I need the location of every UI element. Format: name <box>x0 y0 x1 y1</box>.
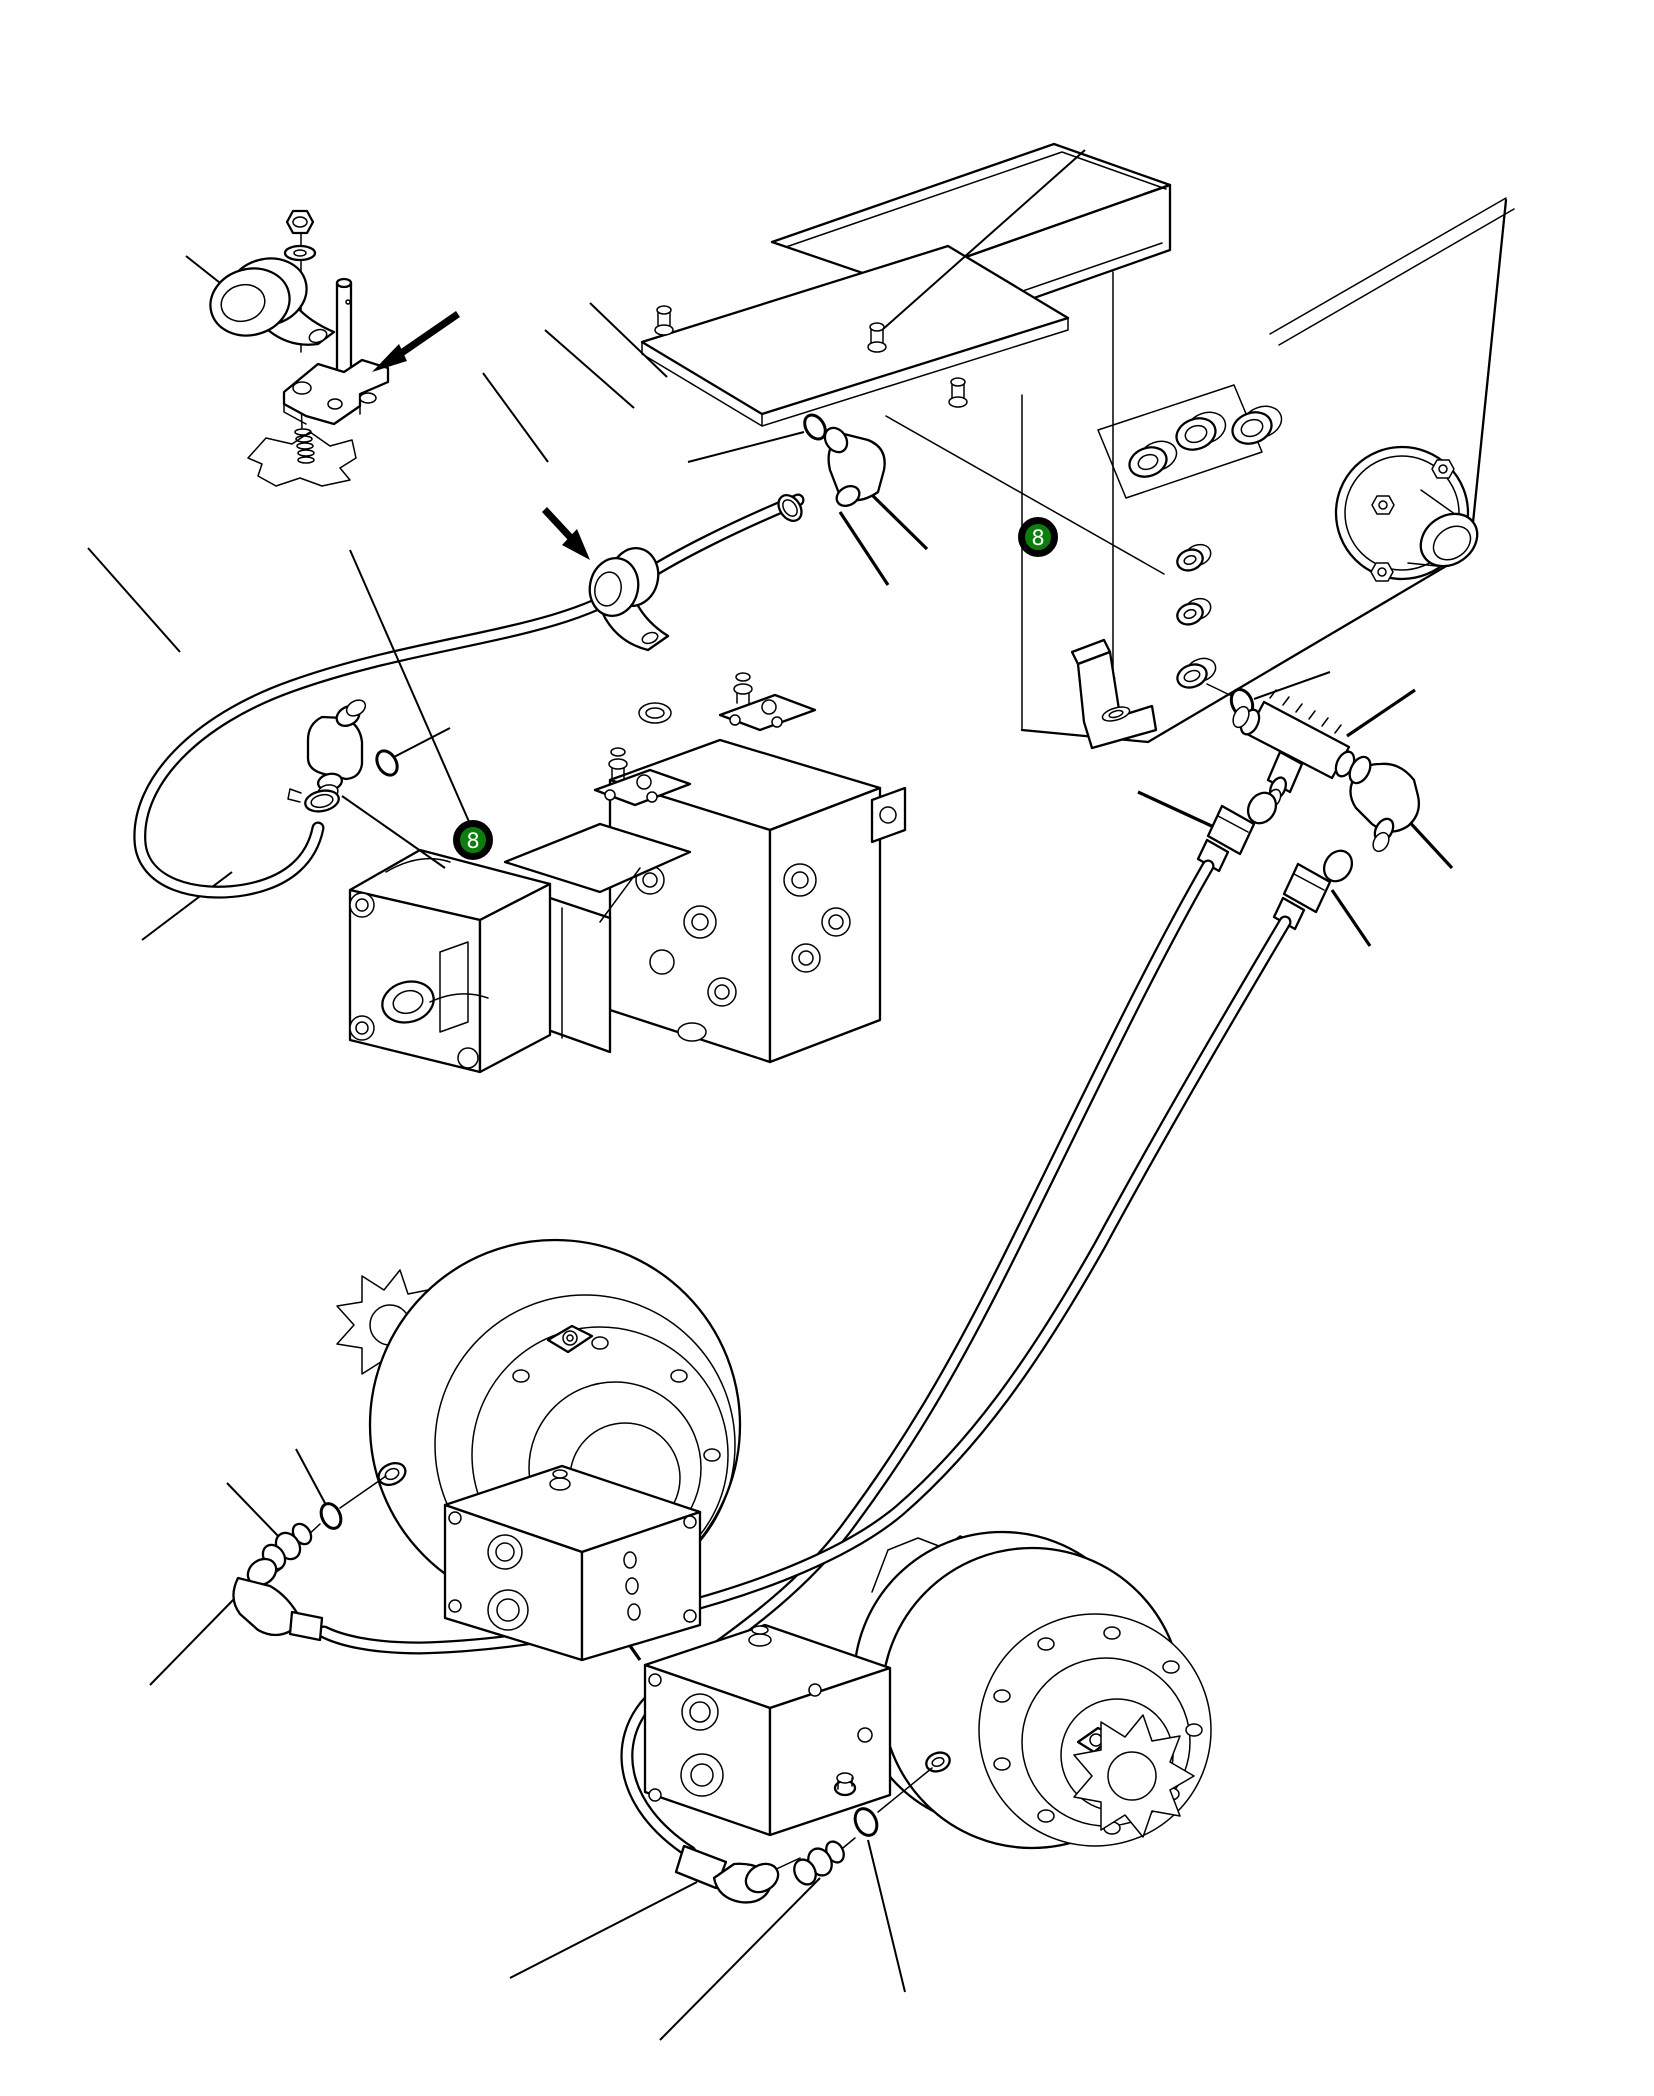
plate-bolt <box>654 305 674 336</box>
tank-foot-bracket <box>1070 638 1158 750</box>
tank-end-fittings <box>544 302 929 586</box>
flange-bolt <box>1431 459 1455 479</box>
sprocket <box>1073 1714 1195 1838</box>
o-ring <box>803 413 827 441</box>
plate-bolt <box>948 377 968 408</box>
rubber-grommet-clamp <box>209 257 336 346</box>
leader-line <box>87 547 181 653</box>
elbow-hose-fitting <box>674 1844 780 1904</box>
leader-line <box>393 727 451 758</box>
connector-fitting <box>261 1522 313 1571</box>
tank-port-boss <box>1128 440 1178 478</box>
suction-hose-assembly <box>133 302 929 899</box>
pivot-lug <box>546 1324 594 1354</box>
motor-port-fittings <box>149 1448 387 1686</box>
leader-line <box>867 1839 906 1993</box>
port-panel <box>1097 384 1263 499</box>
tank-port-boss <box>1176 543 1212 572</box>
tank-port-boss <box>1176 597 1212 626</box>
washer <box>283 244 317 262</box>
tank-back-edge <box>1269 197 1515 346</box>
leader-line <box>141 871 233 941</box>
tank-outlet-flange <box>1334 445 1479 582</box>
hydraulic-tank-assembly <box>640 142 1515 750</box>
hydraulic-pump-assembly <box>348 672 907 1074</box>
hose-clamp <box>777 494 803 522</box>
mount-bracket-plate <box>282 358 390 426</box>
threaded-stud <box>294 428 315 464</box>
leader-line <box>226 1482 281 1539</box>
elbow-hose-fitting <box>232 1557 324 1642</box>
tank-cover-plate <box>640 149 1086 427</box>
badge-number: 8 <box>1031 526 1044 550</box>
leader-line <box>1346 688 1416 738</box>
o-ring <box>319 1502 343 1530</box>
elbow-fitting <box>1348 755 1421 853</box>
flange-bolt <box>1370 562 1394 582</box>
leader-line <box>687 431 805 463</box>
tank-port-boss <box>1175 411 1227 451</box>
plate-bolt <box>867 322 887 353</box>
hose-grommet-clamp <box>588 547 670 652</box>
frame-patch <box>247 431 357 487</box>
tank-boss <box>1231 405 1283 445</box>
pump-top-valve <box>593 747 692 807</box>
right-travel-motor-assembly <box>509 1530 1212 2041</box>
leader-line <box>341 795 446 869</box>
leader-line <box>349 549 471 825</box>
test-port-fitting <box>833 1772 857 1797</box>
elbow-fitting <box>306 699 367 800</box>
direction-arrow-icon <box>542 507 590 560</box>
badge-circle[interactable] <box>1018 517 1058 557</box>
part-callout-badge-tank[interactable]: 8 <box>350 517 1058 827</box>
leader-line <box>1137 790 1217 830</box>
leader-line <box>867 490 929 551</box>
leader-line <box>1330 889 1372 947</box>
tee-fitting-group <box>1137 671 1454 947</box>
left-travel-motor-assembly <box>149 1238 742 1686</box>
badge-circle[interactable] <box>453 820 493 860</box>
leader-line <box>295 1448 327 1506</box>
leader-line <box>881 149 1086 331</box>
nut <box>285 209 315 235</box>
drain-hose-to-left-motor <box>317 915 1292 1655</box>
port-boss <box>925 1751 951 1773</box>
leader-line <box>482 372 549 463</box>
o-ring <box>375 749 399 777</box>
o-ring <box>853 1807 879 1837</box>
leader-line <box>589 302 668 378</box>
leader-line <box>509 1881 698 1979</box>
tank-port-boss <box>1176 657 1217 689</box>
motor-valve-block <box>377 1462 702 1662</box>
connector-fitting <box>793 1840 845 1886</box>
direction-arrow-icon <box>372 311 460 372</box>
leader-line <box>1253 671 1331 700</box>
mount-hardware-assembly <box>185 209 460 487</box>
tank-body <box>885 197 1515 744</box>
leader-line <box>149 1597 236 1686</box>
leader-line <box>659 1877 821 2041</box>
motor-valve-block <box>643 1623 892 1837</box>
badge-number: 8 <box>466 829 479 853</box>
part-callout-badge-pump[interactable]: 8 <box>349 549 493 860</box>
pump-top-valve <box>718 672 817 732</box>
motor-port-fittings <box>509 1767 933 2041</box>
pump-port-fitting-group <box>87 547 451 941</box>
leader-line <box>838 511 890 586</box>
hose-end-fitting <box>1196 791 1278 873</box>
flange-bolt <box>1371 495 1395 515</box>
hose-clamp <box>287 788 340 813</box>
leader-line <box>1402 814 1454 870</box>
leader-line <box>544 329 635 409</box>
elbow-fitting <box>823 426 886 507</box>
